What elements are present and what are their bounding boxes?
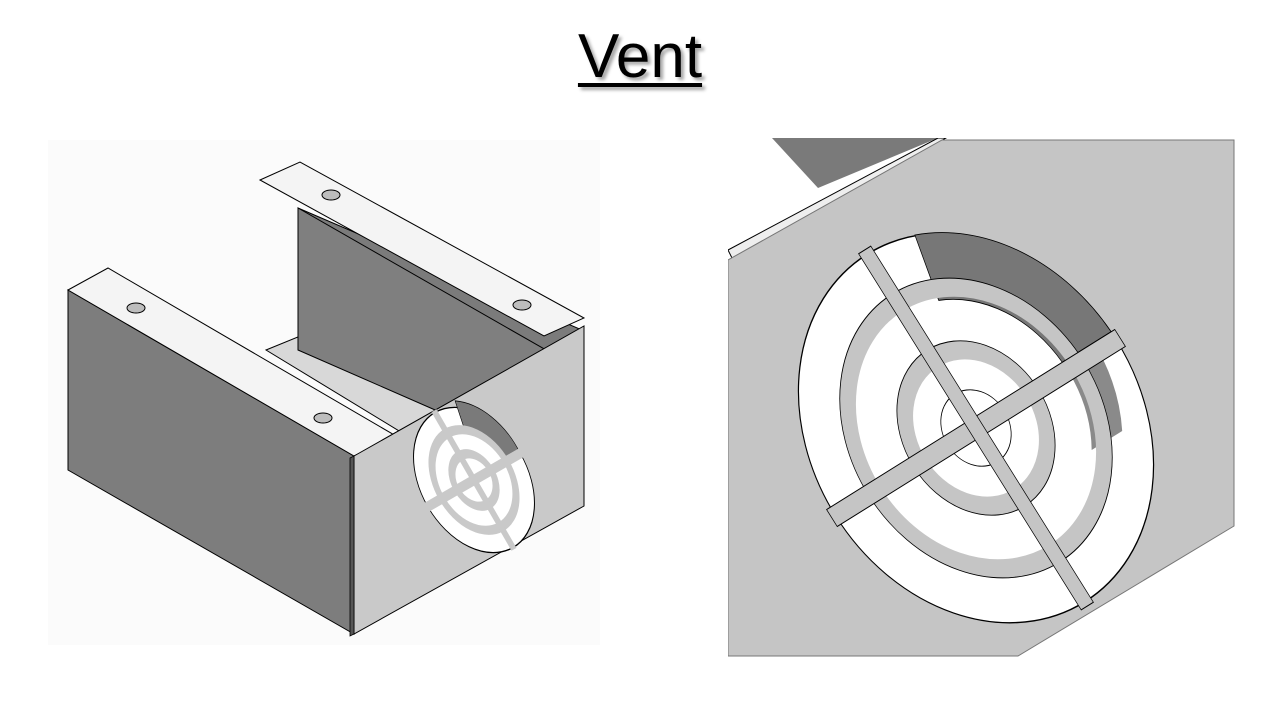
mounting-hole	[126, 302, 146, 314]
vent-grille-small	[413, 400, 535, 554]
vent-closeup-view	[728, 138, 1236, 658]
mounting-hole	[321, 189, 341, 201]
mounting-hole	[313, 412, 333, 424]
inner-wall-face	[772, 138, 938, 188]
enclosure-isometric-view	[48, 140, 600, 645]
mounting-hole	[512, 299, 532, 311]
back-flange	[258, 161, 586, 337]
slide-title: Vent	[577, 22, 703, 91]
vertical-spoke	[858, 245, 1094, 611]
vent-grille-large	[797, 232, 1155, 624]
enclosure-drawing	[48, 140, 600, 645]
end-panel-edge	[349, 455, 355, 637]
vent-closeup-drawing	[728, 138, 1236, 658]
